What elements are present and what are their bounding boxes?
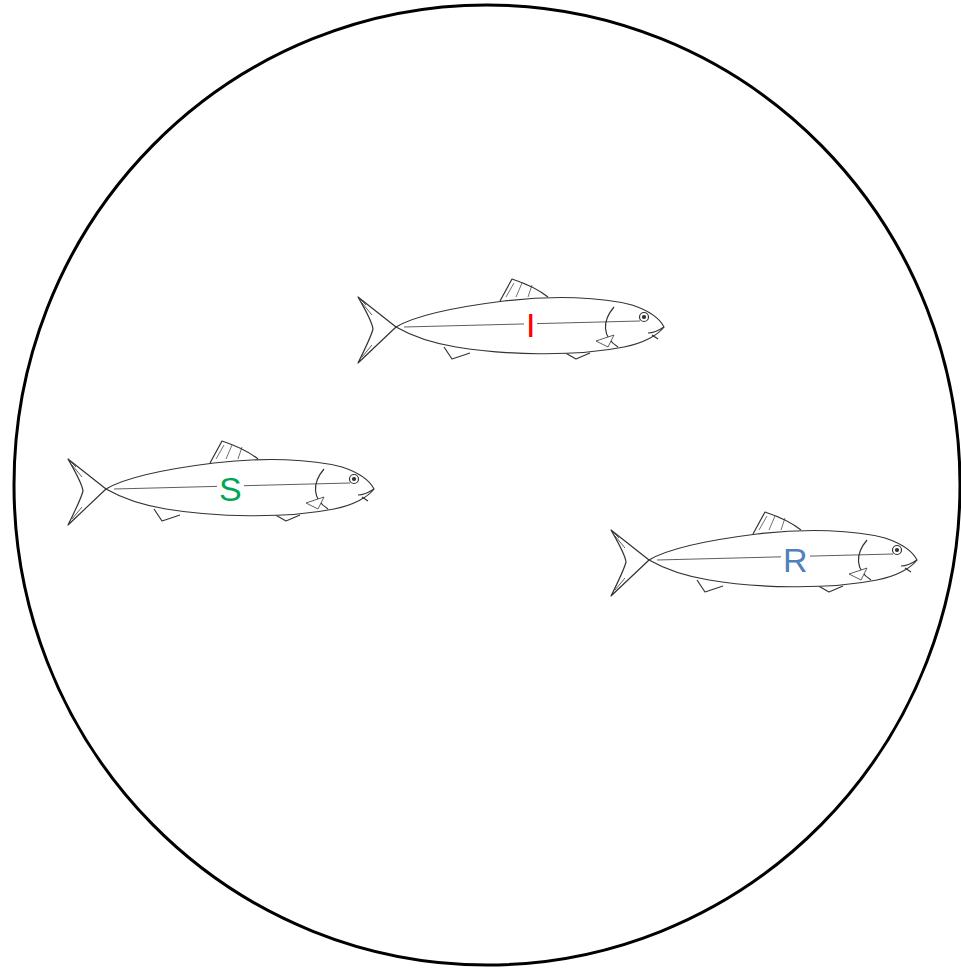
fish-susceptible	[68, 441, 374, 525]
recovered-label: R	[781, 543, 810, 577]
pond-outline	[14, 5, 960, 965]
susceptible-label: S	[217, 472, 244, 506]
infected-label: I	[524, 308, 537, 342]
fish-recovered	[611, 512, 917, 596]
fish-infected	[358, 279, 664, 363]
